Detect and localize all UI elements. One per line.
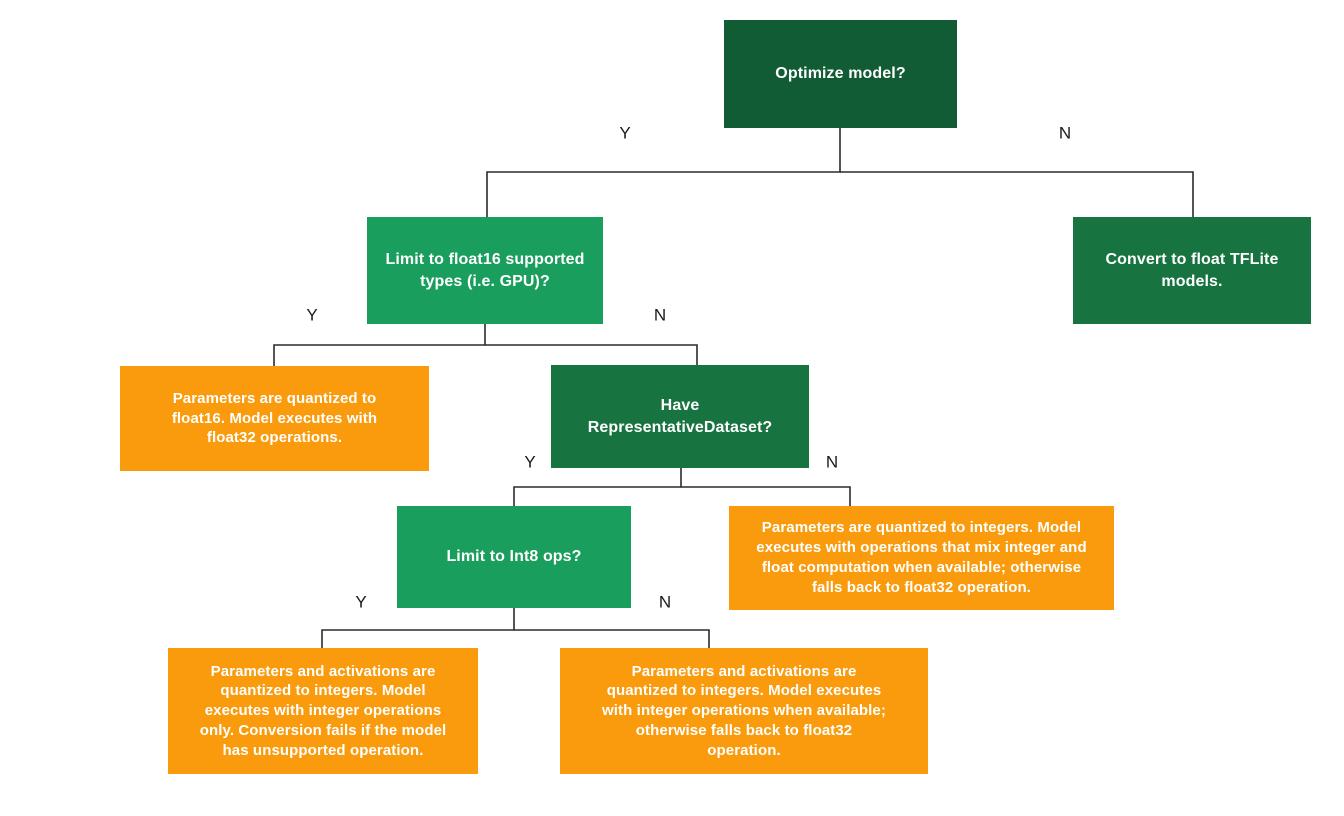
node-parameters-quantized-to-float16[interactable]: Parameters are quantized to float16. Mod…: [120, 366, 429, 471]
node-have-representative-dataset-label: Have RepresentativeDataset?: [587, 397, 773, 436]
node-parameters-activations-integer-only[interactable]: Parameters and activations are quantized…: [168, 648, 478, 774]
connector-limit-float16: [273, 324, 486, 366]
node-parameters-activations-integer-fallback[interactable]: Parameters and activations are quantized…: [560, 648, 928, 774]
connector-representative-dataset-right: [681, 486, 851, 506]
connector-representative-dataset: [513, 468, 682, 506]
node-parameters-activations-integer-only-label: Parameters and activations are quantized…: [199, 662, 447, 759]
connector-optimize-model: [486, 128, 841, 217]
node-limit-to-float16-supported-types[interactable]: Limit to float16 supported types (i.e. G…: [367, 217, 603, 324]
node-parameters-activations-integer-fallback-label: Parameters and activations are quantized…: [602, 662, 886, 759]
edge-label-limit-int8-no: N: [658, 592, 672, 612]
node-parameters-quantized-to-integers-mixed-label: Parameters are quantized to integers. Mo…: [756, 519, 1087, 596]
edge-label-representative-dataset-yes: Y: [524, 452, 536, 472]
edge-label-limit-int8-yes: Y: [355, 592, 367, 612]
edge-label-optimize-model-yes: Y: [619, 123, 631, 143]
node-optimize-model-label: Optimize model?: [775, 65, 906, 83]
node-limit-to-int8-ops[interactable]: Limit to Int8 ops?: [397, 506, 631, 608]
node-optimize-model[interactable]: Optimize model?: [724, 20, 957, 128]
connector-limit-int8-right: [514, 629, 710, 648]
edge-label-representative-dataset-no: N: [825, 452, 839, 472]
node-parameters-quantized-to-float16-label: Parameters are quantized to float16. Mod…: [171, 389, 378, 447]
node-have-representative-dataset[interactable]: Have RepresentativeDataset?: [551, 365, 809, 468]
node-convert-to-float-tflite-models[interactable]: Convert to float TFLite models.: [1073, 217, 1311, 324]
node-convert-to-float-tflite-models-label: Convert to float TFLite models.: [1105, 251, 1279, 290]
node-limit-to-int8-ops-label: Limit to Int8 ops?: [446, 548, 582, 566]
node-limit-to-float16-supported-types-label: Limit to float16 supported types (i.e. G…: [385, 251, 585, 290]
node-parameters-quantized-to-integers-mixed[interactable]: Parameters are quantized to integers. Mo…: [729, 506, 1114, 610]
edge-label-limit-float16-yes: Y: [306, 305, 318, 325]
edge-label-limit-float16-no: N: [653, 305, 667, 325]
connector-limit-float16-right: [485, 344, 698, 365]
connector-optimize-model-right: [840, 171, 1194, 217]
edge-label-optimize-model-no: N: [1058, 123, 1072, 143]
connector-limit-int8: [321, 608, 515, 648]
